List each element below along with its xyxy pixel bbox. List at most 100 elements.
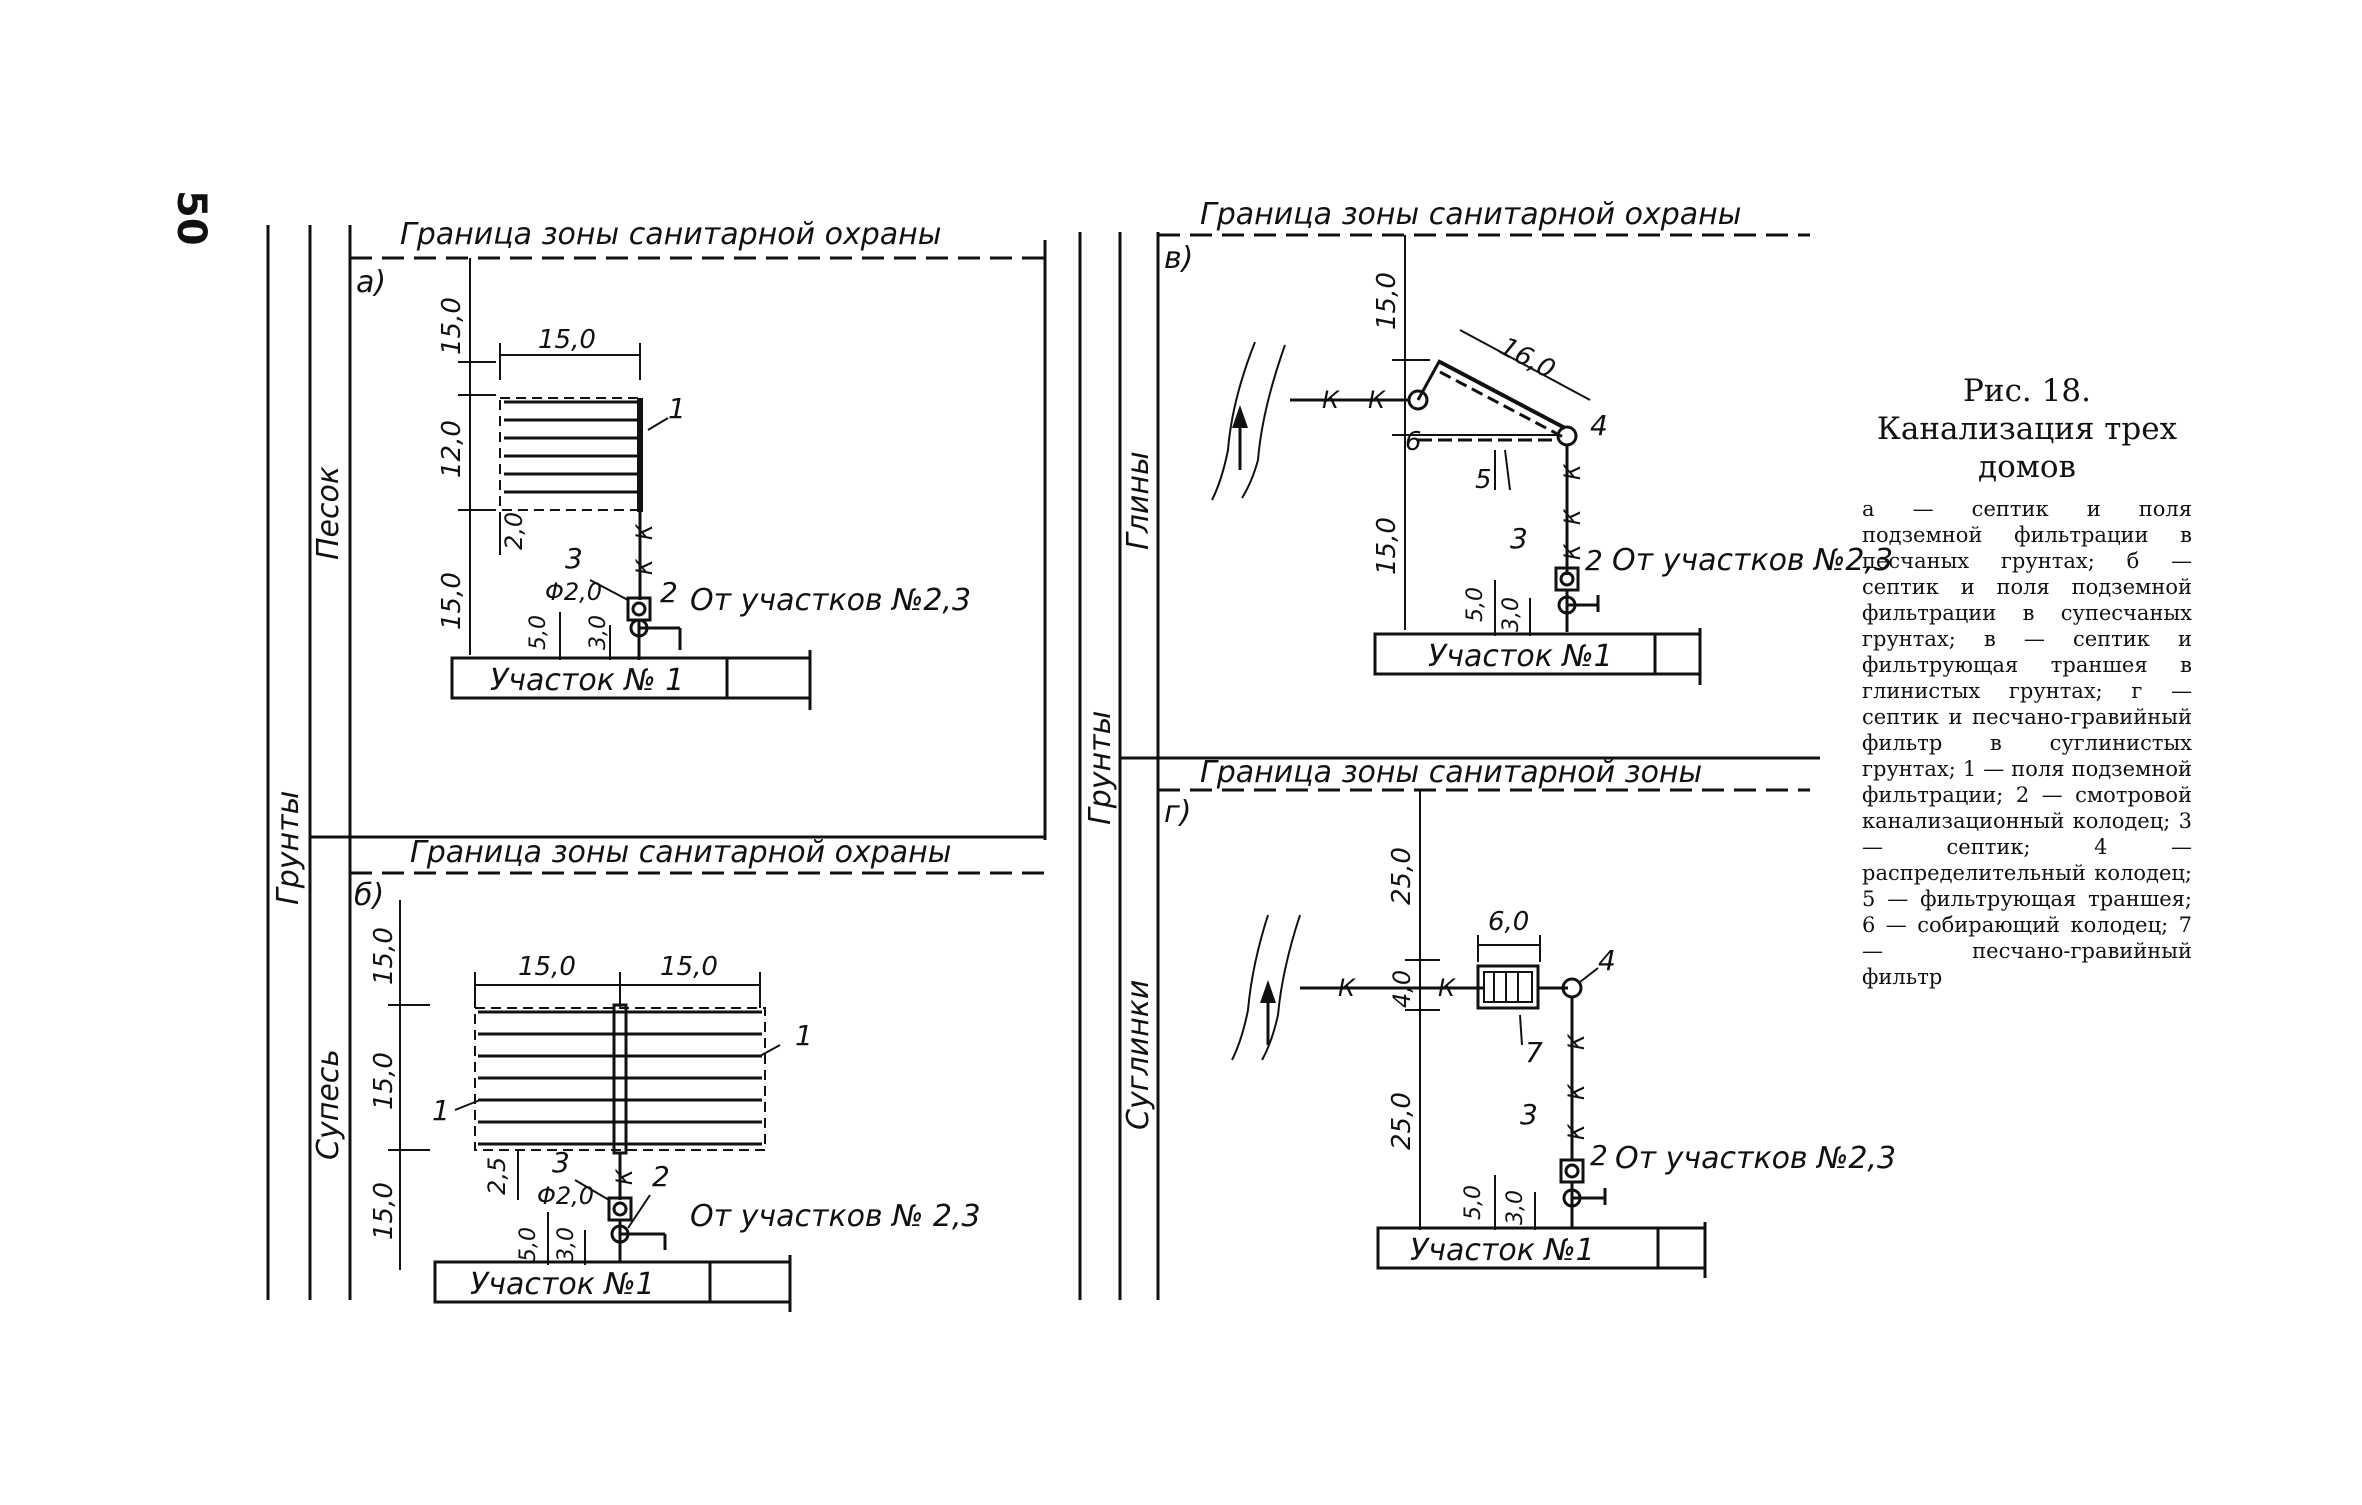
panel-v-k-4: К (1561, 508, 1586, 525)
panel-g-label-7: 7 (1525, 1036, 1543, 1069)
panel-v-dim-5: 5,0 (1463, 587, 1488, 622)
panel-a-diam: Φ2,0 (545, 578, 602, 606)
panel-v-label-6: 6 (1405, 427, 1422, 457)
panel-b-label-1b: 1 (795, 1019, 813, 1052)
panel-a-dim-5: 5,0 (526, 615, 551, 650)
panel-b-dim-3: 3,0 (554, 1227, 579, 1262)
panel-g-k-1: К (1338, 974, 1356, 1002)
panel-a-from: От участков №2,3 (690, 583, 971, 618)
panel-g-from: От участков №2,3 (1615, 1141, 1896, 1176)
panel-v-dim-trench: 16,0 (1495, 332, 1560, 386)
panel-v-k-1: К (1322, 386, 1340, 414)
panel-v-from: От участков №2,3 (1612, 543, 1893, 578)
panel-a-septic (626, 596, 652, 622)
soil-label-gliny: Глины (1121, 451, 1156, 550)
panel-g-plot (1376, 1226, 1660, 1270)
figure-caption: Рис. 18. Канализация трех домов а — септ… (1862, 372, 2192, 990)
panel-b-k: К (613, 1168, 638, 1185)
panel-g: Граница зоны санитарной зоны г) К К 25,0… (1158, 755, 1896, 1278)
panel-b-label-3: 3 (552, 1146, 570, 1179)
panel-b-dim-offset: 2,5 (483, 1157, 511, 1195)
panel-v-label-5: 5 (1475, 465, 1492, 495)
panel-g-boundary-label: Граница зоны санитарной зоны (1200, 755, 1702, 790)
panel-b-label-2: 2 (652, 1160, 670, 1193)
panel-a-dim-lower: 15,0 (437, 572, 467, 630)
panel-b: Граница зоны санитарной охраны б) 15,0 1… (350, 835, 1045, 1312)
panel-v-k-5: К (1561, 543, 1586, 560)
panel-g-dim-5: 5,0 (1461, 1185, 1486, 1220)
panel-v-stream-2 (1241, 344, 1286, 499)
panel-v-plot (1373, 632, 1657, 676)
panel-b-dim-field: 15,0 (369, 1052, 399, 1110)
panel-v-dim-3: 3,0 (1499, 597, 1524, 632)
soil-label-grunty: Грунты (271, 791, 306, 905)
panel-a-dim-3: 3,0 (586, 615, 611, 650)
panel-v-stream-1 (1211, 341, 1256, 501)
panel-g-label-3: 3 (1520, 1098, 1538, 1131)
panel-v-label-4: 4 (1590, 409, 1608, 442)
panel-g-k-2: К (1438, 974, 1456, 1002)
panel-a-label-1: 1 (668, 392, 686, 425)
soil-label-pesok: Песок (311, 466, 346, 560)
panel-b-label-1a: 1 (432, 1094, 450, 1127)
panel-v-boundary-label: Граница зоны санитарной охраны (1200, 197, 1741, 232)
panel-b-septic (607, 1196, 633, 1222)
panel-a-label-3: 3 (565, 542, 583, 575)
soil-label-grunty-right: Грунты (1083, 711, 1118, 825)
panel-g-plot-label: Участок №1 (1410, 1233, 1595, 1268)
panel-b-plot (433, 1260, 712, 1304)
panel-g-dim-3: 3,0 (1503, 1190, 1528, 1225)
panel-g-label-4: 4 (1598, 944, 1616, 977)
panel-b-dim-5: 5,0 (516, 1227, 541, 1262)
panel-a-plot (450, 656, 729, 700)
panel-a-label-2: 2 (660, 576, 678, 609)
panel-g-stream-2 (1261, 914, 1301, 1061)
panel-b-plot-label: Участок №1 (470, 1267, 655, 1302)
panel-g-k-3: К (1565, 1033, 1590, 1050)
panel-g-label-2: 2 (1590, 1139, 1608, 1172)
panel-a-plot-label: Участок № 1 (490, 663, 684, 698)
panel-a-k-2: К (633, 558, 658, 575)
panel-v-dim-top: 15,0 (1372, 272, 1402, 330)
panel-v-collecting-well (1407, 389, 1429, 411)
panel-a-letter: а) (356, 265, 386, 300)
panel-v: Граница зоны санитарной охраны в) К К 6 … (1158, 197, 1893, 760)
panel-v-label-3: 3 (1510, 522, 1528, 555)
panel-g-k-4: К (1565, 1083, 1590, 1100)
panel-b-dim-top: 15,0 (369, 927, 399, 985)
panel-v-letter: в) (1164, 241, 1193, 276)
panel-a-boundary-label: Граница зоны санитарной охраны (400, 217, 941, 252)
panel-b-letter: б) (354, 878, 384, 913)
page-number: 50 (168, 190, 214, 246)
figure-title: Рис. 18. Канализация трех домов (1876, 373, 2178, 485)
panel-g-letter: г) (1164, 795, 1191, 830)
panel-g-dim-top: 25,0 (1387, 847, 1417, 905)
panel-a-k-1: К (633, 523, 658, 540)
panel-v-filter-trench (1416, 359, 1566, 442)
panel-a-dim-offset: 2,0 (500, 512, 528, 550)
panel-v-label-2: 2 (1585, 544, 1603, 577)
panel-v-dim-lower: 15,0 (1372, 517, 1402, 575)
panel-g-sand-gravel-filter (1476, 964, 1540, 1010)
panel-v-k-2: К (1368, 386, 1386, 414)
figure-legend: а — септик и поля подземной фильтрации в… (1862, 497, 2192, 989)
panel-v-plot-label: Участок №1 (1428, 639, 1613, 674)
panel-b-boundary-label: Граница зоны санитарной охраны (410, 835, 951, 870)
panel-g-stream-1 (1231, 914, 1269, 1061)
soil-label-suglinki: Суглинки (1121, 980, 1156, 1130)
panel-a-dim-top: 15,0 (437, 297, 467, 355)
panel-g-dim-lower: 25,0 (1387, 1092, 1417, 1150)
panel-a-dim-width: 15,0 (538, 325, 596, 355)
panel-b-filtration-field (474, 1003, 766, 1155)
panel-g-dim-mid: 4,0 (1388, 970, 1416, 1008)
panel-a: Граница зоны санитарной охраны а) 15,0 1… (350, 217, 1047, 840)
panel-b-dim-w1: 15,0 (518, 952, 576, 982)
panel-g-septic (1559, 1158, 1585, 1184)
soil-label-supes: Супесь (311, 1049, 346, 1160)
panel-b-dim-w2: 15,0 (660, 952, 718, 982)
panel-a-dim-field: 12,0 (437, 420, 467, 478)
panel-b-dim-lower: 15,0 (369, 1182, 399, 1240)
panel-b-from: От участков № 2,3 (690, 1199, 981, 1234)
